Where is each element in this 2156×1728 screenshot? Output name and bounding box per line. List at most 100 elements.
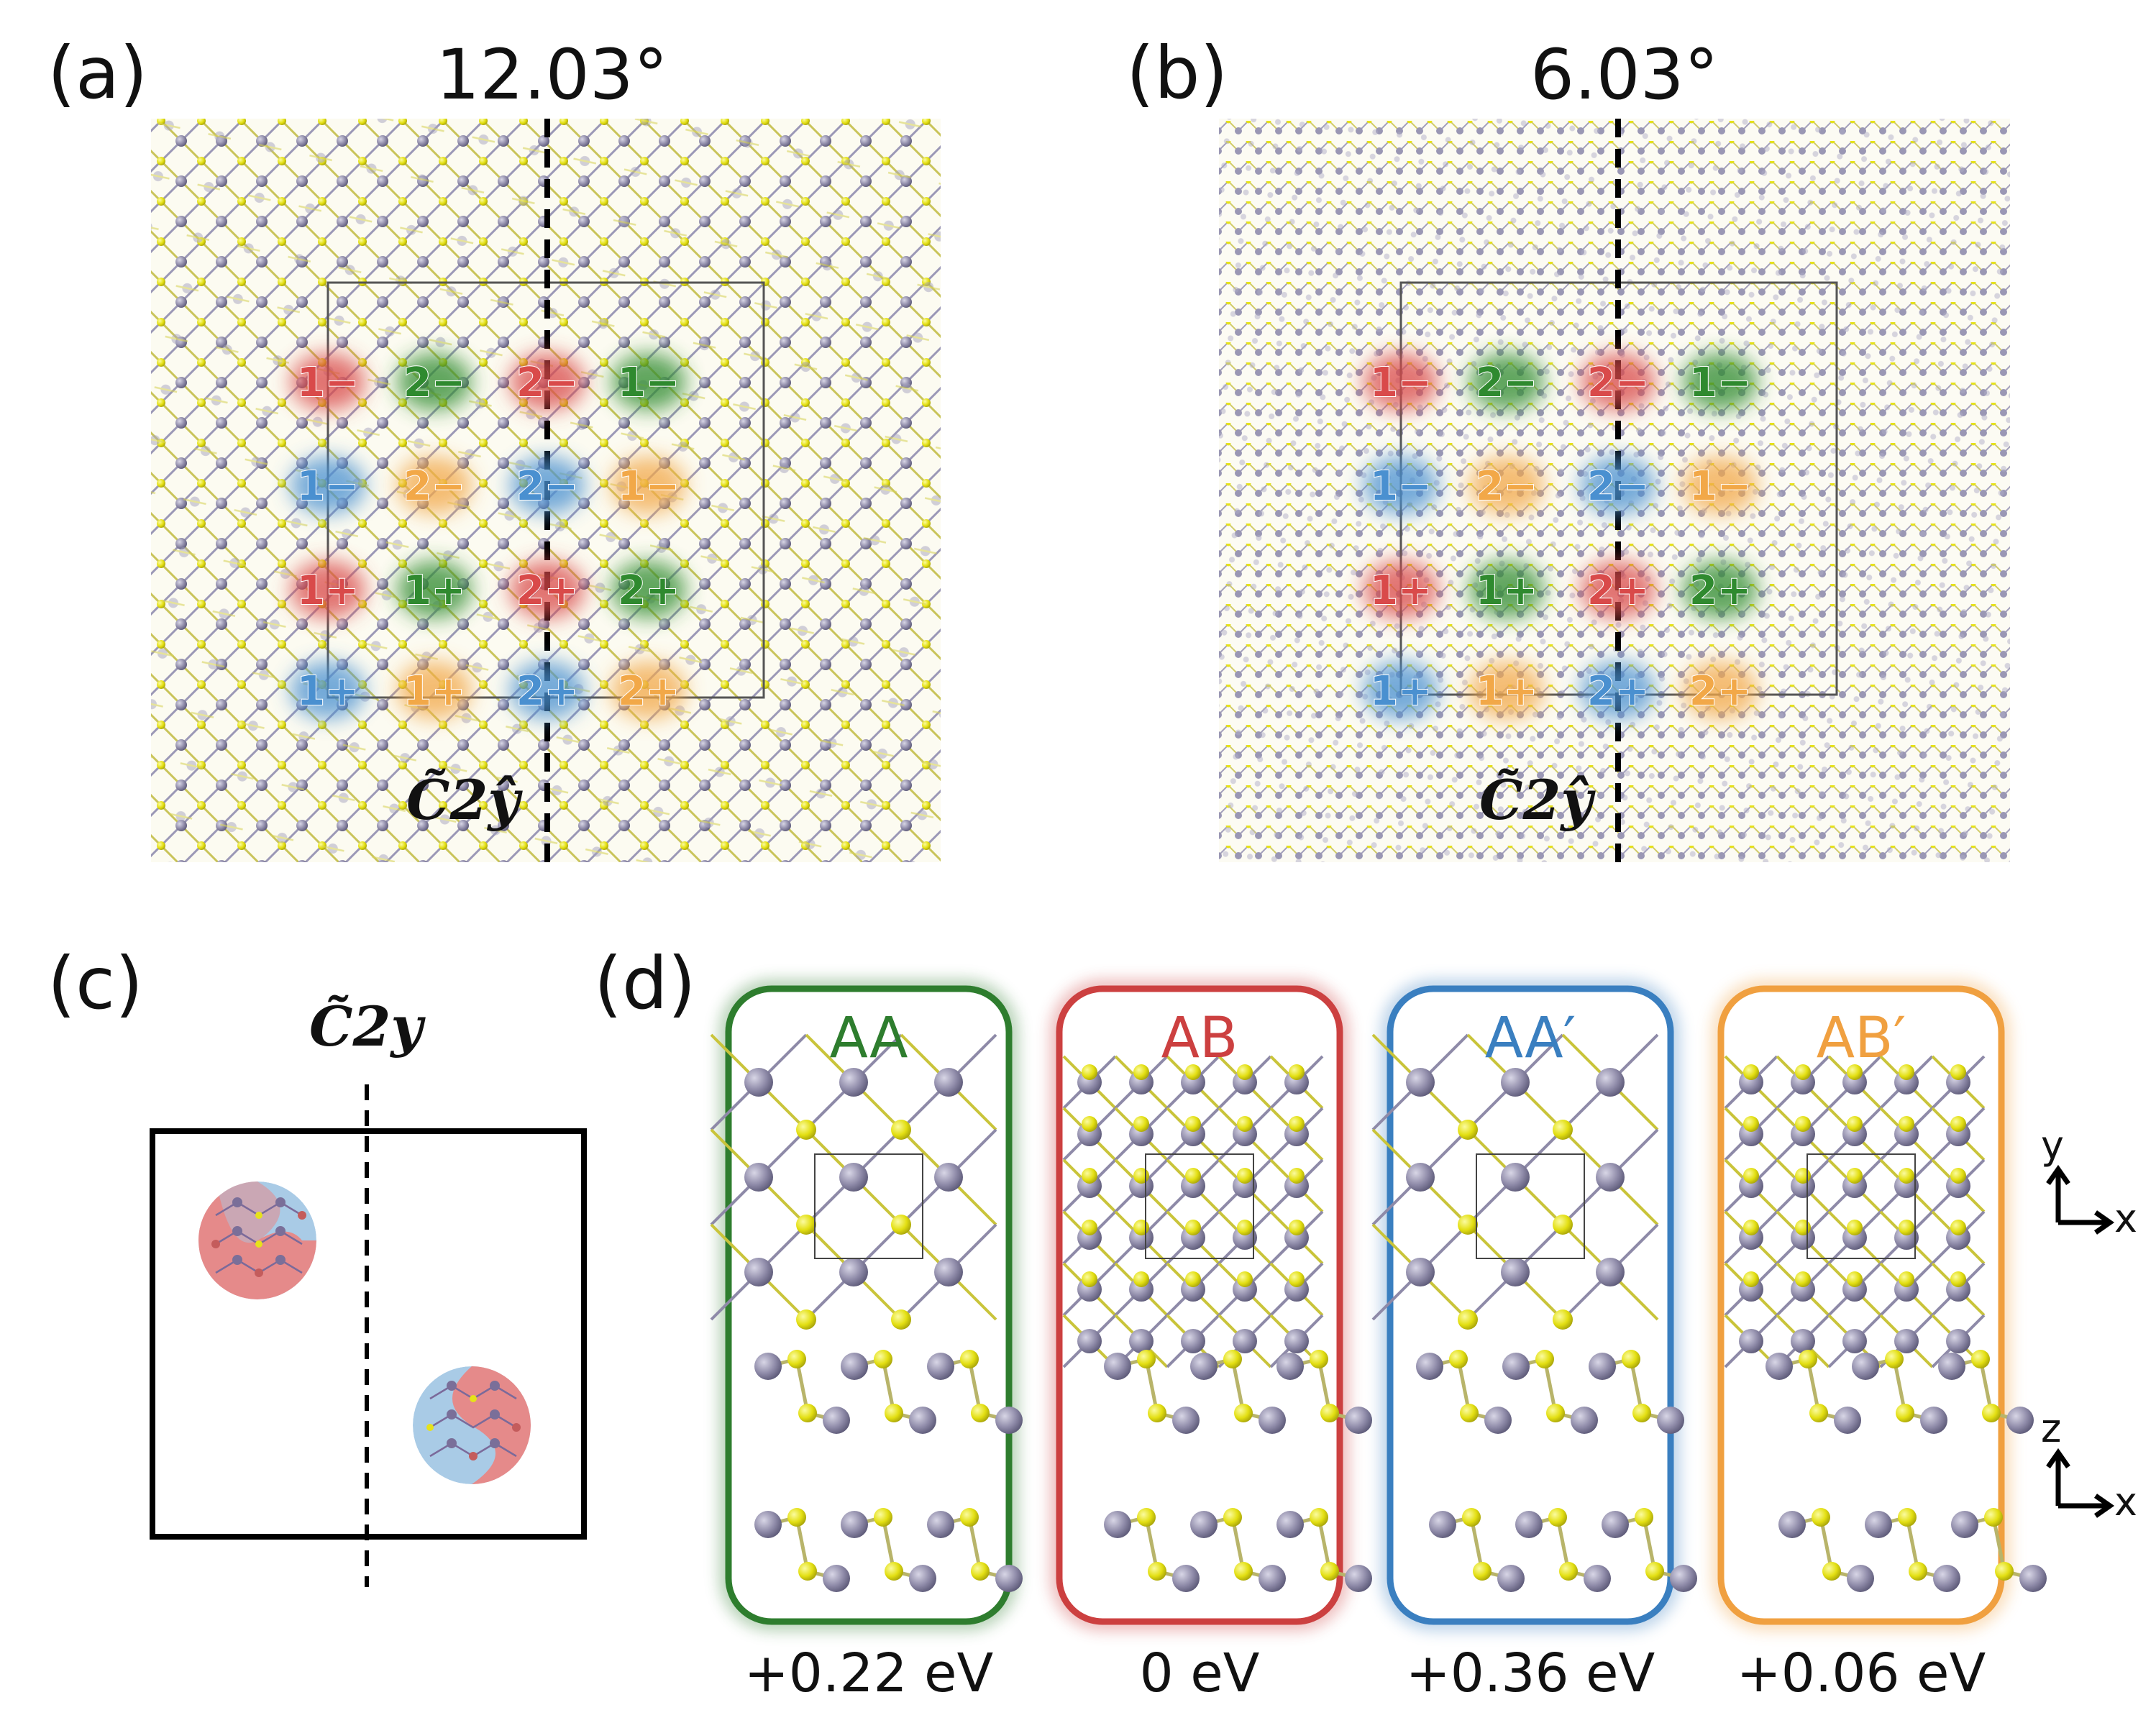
panel-a-region-marker-label: 1+ xyxy=(403,668,465,715)
panel-b-region-marker: 2− xyxy=(1469,457,1544,514)
panel-a-symmetry-label: C̃2ŷ xyxy=(406,768,520,832)
stacking-title-aa: AA xyxy=(829,1006,908,1071)
panel-b-region-marker-label: 1+ xyxy=(1476,567,1538,614)
stacking-top-view xyxy=(1371,1033,1659,1330)
panel-b-region-marker-label: 2+ xyxy=(1689,567,1751,614)
panel-a-region-marker: 2+ xyxy=(510,662,585,719)
axis-top-x-label: x xyxy=(2114,1196,2137,1241)
panel-a-region-marker: 2− xyxy=(397,353,472,411)
energy-aa-prime: +0.36 eV xyxy=(1405,1642,1655,1704)
panel-b-region-marker: 1− xyxy=(1683,353,1758,411)
panel-b-region-marker: 1− xyxy=(1364,353,1438,411)
panel-b-region-marker-label: 1+ xyxy=(1476,668,1538,715)
panel-b-region-marker-label: 1− xyxy=(1370,360,1432,406)
panel-b-label: (b) xyxy=(1126,31,1228,115)
panel-b-region-marker-label: 2− xyxy=(1587,360,1649,406)
panel-a-region-marker-label: 1− xyxy=(297,360,359,406)
panel-b-angle: 6.03° xyxy=(1530,35,1719,115)
stacking-title-aa-prime: AA′ xyxy=(1484,1006,1576,1071)
panel-b-region-marker: 1− xyxy=(1683,457,1758,514)
panel-a-region-marker: 1− xyxy=(291,353,365,411)
panel-a-region-marker-label: 2− xyxy=(403,463,465,510)
panel-b-region-marker: 2+ xyxy=(1683,662,1758,719)
panel-b-region-marker-label: 1+ xyxy=(1370,567,1432,614)
stacking-top-view xyxy=(1724,1055,1986,1368)
axis-side-x-label: x xyxy=(2114,1479,2137,1524)
panel-a-region-marker-label: 2− xyxy=(516,360,578,406)
panel-a-region-marker: 1− xyxy=(611,353,686,411)
panel-a-region-marker: 1+ xyxy=(291,662,365,719)
stacking-side-view xyxy=(1766,1350,2047,1592)
panel-a-region-marker: 1+ xyxy=(397,561,472,618)
panel-a-region-marker-label: 2− xyxy=(516,463,578,510)
panel-b-region-marker-label: 1+ xyxy=(1370,668,1432,715)
energy-ab: 0 eV xyxy=(1139,1642,1260,1704)
stacking-side-view xyxy=(754,1350,1023,1592)
panel-b-region-markers: 1− 2− 2− 1− 1− 2− 2− 1− 1+ 1+ 2+ 2+ 1+ 1+ 2+ 2+ xyxy=(1364,353,1758,719)
panel-b-region-marker-label: 2+ xyxy=(1587,668,1649,715)
axis-arrows-side xyxy=(2046,1448,2115,1518)
panel-c-domain-2 xyxy=(413,1366,531,1484)
panel-b-region-marker-label: 2− xyxy=(1587,463,1649,510)
axis-arrows-top xyxy=(2046,1164,2115,1235)
panel-a-region-marker: 2− xyxy=(510,457,585,514)
panel-b-region-marker: 1+ xyxy=(1364,662,1438,719)
stacking-side-view xyxy=(1416,1350,1697,1592)
panel-a-angle: 12.03° xyxy=(436,35,668,115)
panel-b-region-marker: 2− xyxy=(1469,353,1544,411)
panel-a-region-marker-label: 2+ xyxy=(618,567,680,614)
stacking-title-ab-prime: AB′ xyxy=(1816,1006,1906,1071)
panel-b-region-marker-label: 1− xyxy=(1370,463,1432,510)
stacking-card-0 xyxy=(710,979,1023,1631)
panel-a-region-marker: 2− xyxy=(397,457,472,514)
axis-side-z-label: z xyxy=(2041,1406,2062,1451)
panel-a-region-marker: 1+ xyxy=(291,561,365,618)
panel-b-region-marker: 2− xyxy=(1581,457,1655,514)
panel-a-region-markers: 1− 2− 2− 1− 1− 2− 2− 1− 1+ 1+ 2+ 2+ 1+ 1+ 2+ 2+ xyxy=(291,353,686,719)
stacking-card-1 xyxy=(1050,979,1372,1631)
panel-a-label: (a) xyxy=(47,31,148,115)
panel-d-stackings xyxy=(710,979,2047,1631)
panel-a-region-marker-label: 1− xyxy=(618,360,680,406)
panel-a-region-marker: 2− xyxy=(510,353,585,411)
stacking-title-ab: AB xyxy=(1161,1006,1238,1071)
panel-a-region-marker-label: 1− xyxy=(297,463,359,510)
panel-b-region-marker: 1+ xyxy=(1469,561,1544,618)
energy-ab-prime: +0.06 eV xyxy=(1736,1642,1986,1704)
stacking-card-2 xyxy=(1371,979,1697,1631)
panel-a-region-marker: 1+ xyxy=(397,662,472,719)
panel-d-label: (d) xyxy=(594,941,696,1025)
panel-b-region-marker: 1− xyxy=(1364,457,1438,514)
panel-c-symmetry-label: C̃2y xyxy=(309,995,423,1059)
panel-b-region-marker-label: 1− xyxy=(1689,360,1751,406)
panel-a-region-marker-label: 2+ xyxy=(618,668,680,715)
energy-aa: +0.22 eV xyxy=(744,1642,994,1704)
panel-a-region-marker-label: 1+ xyxy=(297,668,359,715)
panel-b-region-marker: 2+ xyxy=(1683,561,1758,618)
panel-a-region-marker-label: 2+ xyxy=(516,567,578,614)
stacking-top-view xyxy=(1062,1055,1324,1368)
panel-a-region-marker-label: 1+ xyxy=(297,567,359,614)
stacking-side-view xyxy=(1104,1350,1372,1592)
panel-a-moire: 1− 2− 2− 1− 1− 2− 2− 1− 1+ 1+ 2+ 2+ 1+ 1+ 2+ 2+ xyxy=(151,119,941,862)
panel-b-region-marker: 2− xyxy=(1581,353,1655,411)
panel-a-region-marker-label: 2− xyxy=(403,360,465,406)
panel-a-region-marker-label: 1− xyxy=(618,463,680,510)
panel-a-region-marker: 1− xyxy=(291,457,365,514)
panel-a-region-marker-label: 2+ xyxy=(516,668,578,715)
panel-b-region-marker-label: 2− xyxy=(1476,360,1538,406)
panel-a-region-marker-label: 1+ xyxy=(403,567,465,614)
panel-b-region-marker-label: 2+ xyxy=(1587,567,1649,614)
panel-a-region-marker: 2+ xyxy=(611,662,686,719)
panel-b-region-marker: 1+ xyxy=(1364,561,1438,618)
panel-b-region-marker-label: 2+ xyxy=(1689,668,1751,715)
panel-b-region-marker: 1+ xyxy=(1469,662,1544,719)
panel-c-schematic xyxy=(150,1084,587,1587)
panel-c-label: (c) xyxy=(47,941,144,1025)
panel-b-region-marker-label: 1− xyxy=(1689,463,1751,510)
stacking-top-view xyxy=(710,1033,997,1330)
panel-b-moire: 1− 2− 2− 1− 1− 2− 2− 1− 1+ 1+ 2+ 2+ 1+ 1+ 2+ 2+ xyxy=(1219,119,2010,862)
panel-b-region-marker-label: 2− xyxy=(1476,463,1538,510)
panel-a-region-marker: 2+ xyxy=(611,561,686,618)
panel-b-region-marker: 2+ xyxy=(1581,662,1655,719)
